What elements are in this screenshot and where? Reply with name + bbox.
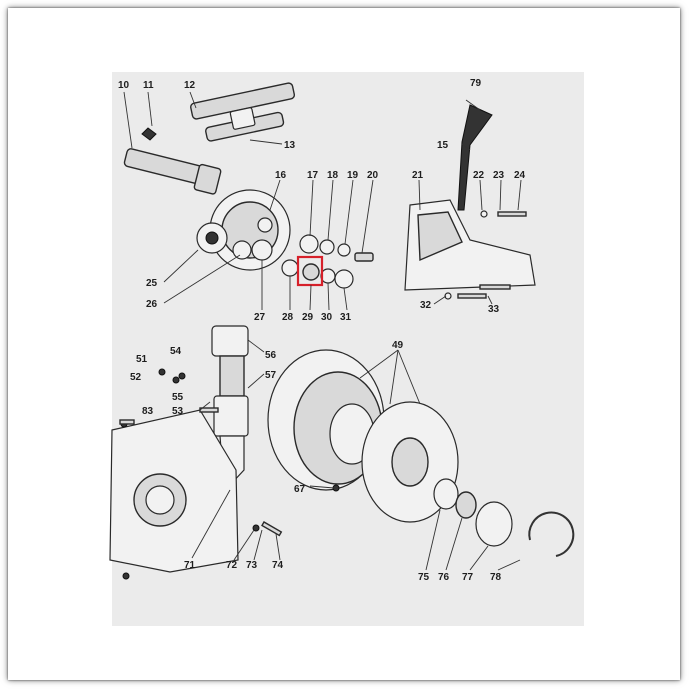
label-11: 11 [143, 80, 154, 91]
label-72: 72 [226, 560, 238, 571]
label-16: 16 [275, 170, 287, 181]
label-12: 12 [184, 80, 196, 91]
shaft-assembly [123, 82, 296, 195]
label-67: 67 [294, 484, 306, 495]
label-49: 49 [392, 340, 404, 351]
label-51: 51 [136, 354, 148, 365]
label-76: 76 [438, 572, 450, 583]
label-23: 23 [493, 170, 505, 181]
label-20: 20 [367, 170, 379, 181]
label-21: 21 [412, 170, 424, 181]
label-57: 57 [265, 370, 277, 381]
label-31: 31 [340, 312, 352, 323]
label-79: 79 [470, 78, 482, 89]
label-13: 13 [284, 140, 296, 151]
ring-set [433, 478, 575, 557]
label-56: 56 [265, 350, 277, 361]
label-55: 55 [172, 392, 184, 403]
part-labels: 10 11 12 13 15 16 17 18 19 20 21 22 23 2… [118, 78, 526, 583]
label-18: 18 [327, 170, 339, 181]
bracket-assembly [404, 99, 536, 300]
label-10: 10 [118, 80, 130, 91]
label-22: 22 [473, 170, 485, 181]
label-33: 33 [488, 304, 500, 315]
label-77: 77 [462, 572, 474, 583]
label-17: 17 [307, 170, 319, 181]
label-32: 32 [420, 300, 432, 311]
gear-assembly [196, 189, 291, 271]
label-71: 71 [184, 560, 196, 571]
label-24: 24 [514, 170, 526, 181]
label-54: 54 [170, 346, 182, 357]
label-28: 28 [282, 312, 294, 323]
label-30: 30 [321, 312, 333, 323]
label-75: 75 [418, 572, 430, 583]
label-78: 78 [490, 572, 502, 583]
label-29: 29 [302, 312, 314, 323]
label-83: 83 [142, 406, 154, 417]
label-25: 25 [146, 278, 158, 289]
label-26: 26 [146, 299, 158, 310]
highlight-box [296, 255, 324, 287]
clutch-assembly [267, 349, 459, 523]
label-74: 74 [272, 560, 284, 571]
housing [109, 409, 239, 580]
label-15: 15 [437, 140, 449, 151]
label-52: 52 [130, 372, 142, 383]
bearing-stack [281, 234, 374, 289]
label-53: 53 [172, 406, 184, 417]
leader-lines [123, 91, 522, 571]
label-19: 19 [347, 170, 359, 181]
label-73: 73 [246, 560, 258, 571]
label-27: 27 [254, 312, 266, 323]
